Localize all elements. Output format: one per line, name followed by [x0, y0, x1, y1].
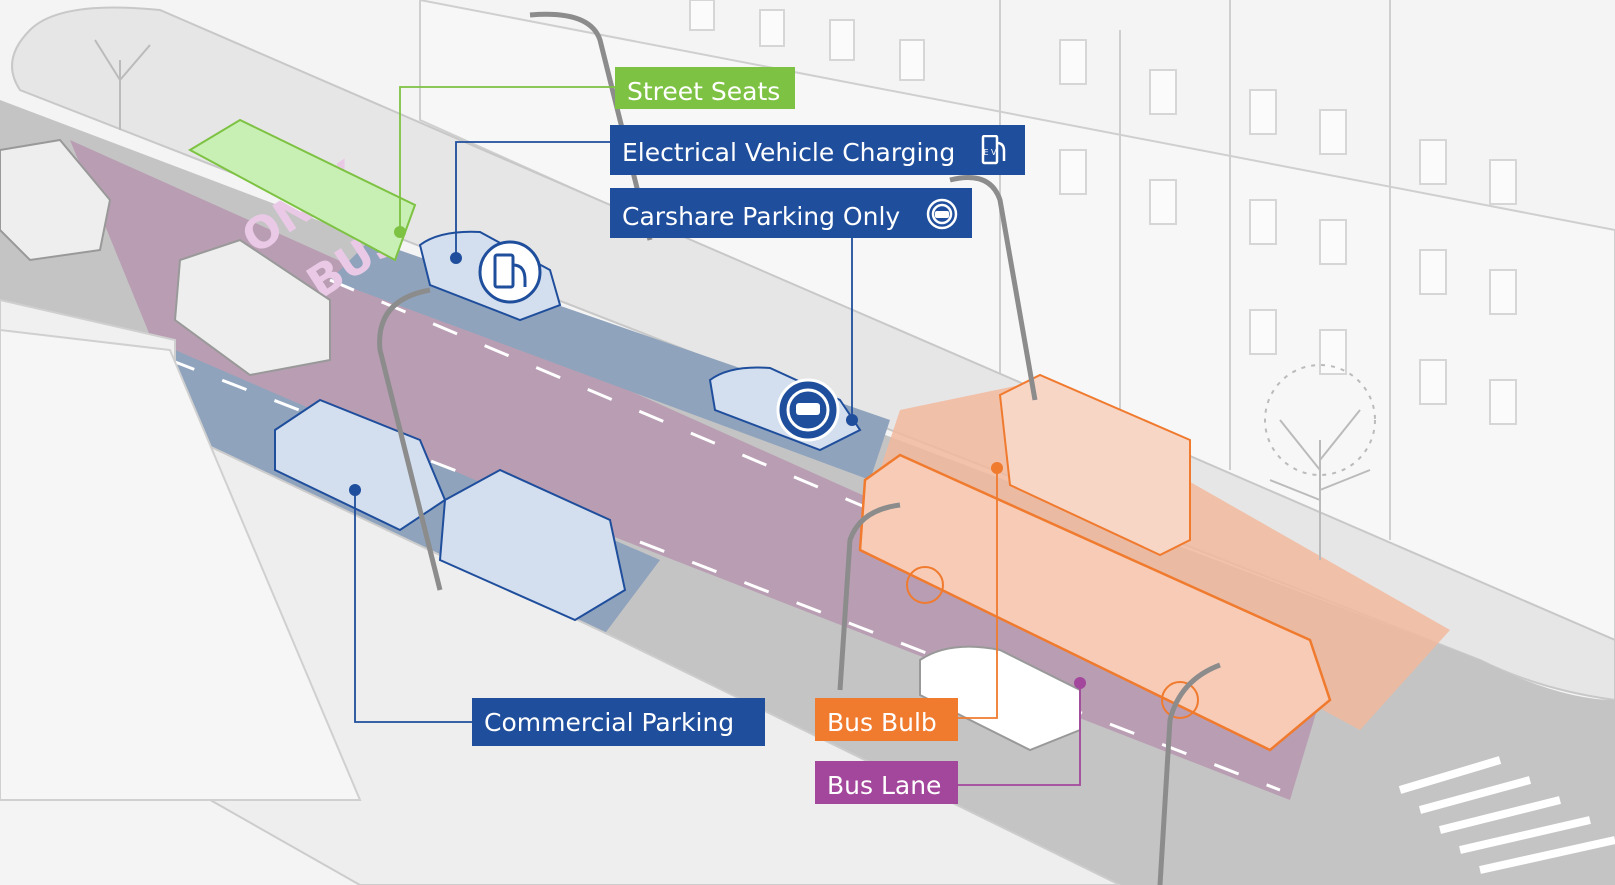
label-bus-bulb-text: Bus Bulb: [827, 707, 937, 737]
bus: [858, 453, 1332, 752]
dot-bus-bulb: [991, 462, 1003, 474]
leader-bus-bulb: [958, 468, 998, 719]
bus-lane-area: [70, 140, 1320, 800]
trees: [94, 39, 1376, 560]
label-bus-lane: Bus Lane: [815, 761, 958, 804]
dot-street-seats: [394, 226, 406, 238]
carshare-badge-icon: [776, 378, 840, 442]
label-bus-bulb: Bus Bulb: [815, 698, 958, 741]
carshare-icon: [926, 198, 958, 234]
label-carshare: Carshare Parking Only: [610, 188, 972, 238]
ev-badge-icon: [478, 240, 542, 304]
leader-bus-lane: [958, 683, 1081, 786]
leader-commercial: [354, 490, 472, 723]
dot-carshare: [846, 414, 858, 426]
near-rooftop: [0, 328, 362, 801]
label-street-seats-text: Street Seats: [627, 76, 781, 106]
dot-bus-lane: [1074, 677, 1086, 689]
ev-charger-icon-text: E V: [984, 148, 998, 157]
crosswalk: [1398, 756, 1615, 874]
label-commercial-parking-text: Commercial Parking: [484, 707, 735, 737]
passing-car: [919, 645, 1081, 752]
leader-lines: [354, 86, 1081, 786]
leader-ev: [455, 141, 610, 258]
delivery-trucks: [0, 138, 331, 377]
dot-commercial: [349, 484, 361, 496]
leader-dots: [349, 226, 1086, 689]
leader-street-seats: [399, 86, 615, 232]
label-ev-charging-text: Electrical Vehicle Charging: [622, 137, 956, 167]
label-bus-lane-text: Bus Lane: [827, 770, 942, 800]
street-lamps: [377, 11, 1221, 885]
label-street-seats: Street Seats: [615, 67, 795, 109]
label-ev-charging: Electrical Vehicle Charging E V: [610, 125, 1025, 175]
ev-charger-icon: E V: [981, 134, 1007, 169]
street-seats-plaza: [187, 118, 417, 262]
commercial-vehicles: [274, 398, 627, 622]
label-commercial-parking: Commercial Parking: [472, 698, 765, 746]
label-carshare-text: Carshare Parking Only: [622, 201, 901, 231]
bus-shelter: [998, 373, 1191, 557]
dot-ev: [450, 252, 462, 264]
